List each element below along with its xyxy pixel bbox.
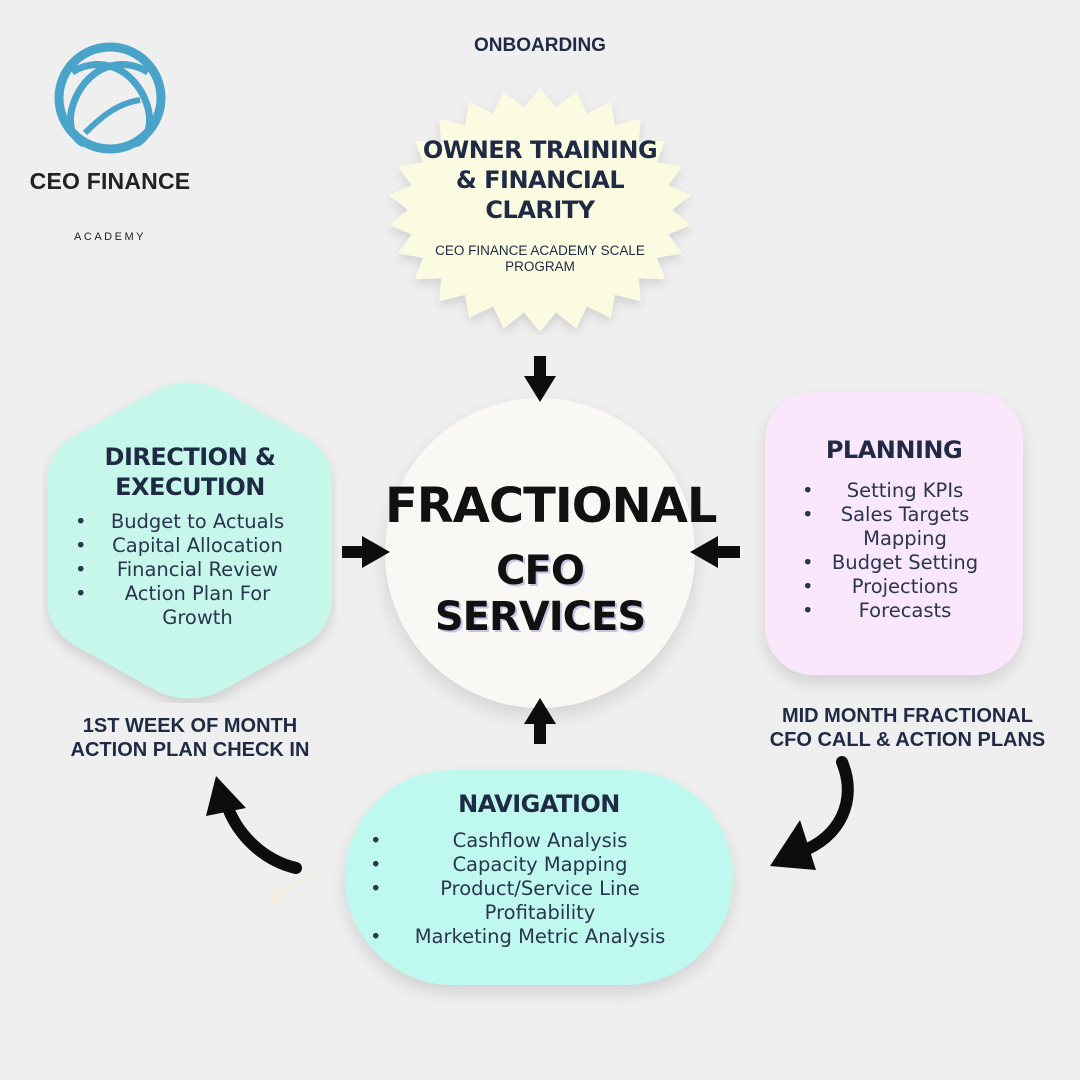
arrow-right-icon — [342, 536, 390, 568]
bullet-icon: • — [75, 558, 87, 581]
first-week-caption-line: 1ST WEEK OF MONTH — [82, 715, 298, 737]
bullet-icon: • — [802, 575, 814, 598]
bullet-icon: • — [802, 551, 814, 574]
mid-month-caption-line: CFO CALL & ACTION PLANS — [769, 729, 1046, 751]
center-title-line2: CFO SERVICES — [434, 548, 646, 640]
list-item: • Product/Service Line Profitability — [370, 877, 710, 925]
list-item: • Financial Review — [75, 558, 320, 582]
center-title-line1: FRACTIONAL — [385, 478, 717, 534]
onboarding-subtitle-line: CEO FINANCE ACADEMY SCALE — [435, 243, 645, 258]
list-item: • Budget to Actuals — [75, 510, 320, 534]
planning-box — [765, 392, 1023, 675]
burst-polygon — [389, 88, 691, 332]
direction-hexagon-shape — [47, 382, 332, 699]
list-item-text: Financial Review — [116, 558, 279, 581]
bullet-icon: • — [75, 510, 87, 533]
arrow-left-icon — [690, 536, 740, 568]
list-item-text: Cashflow Analysis — [452, 829, 628, 852]
direction-title: DIRECTION & EXECUTION — [90, 442, 290, 502]
list-item-text: Forecasts — [858, 599, 952, 622]
bullet-icon: • — [370, 925, 382, 948]
list-item-text: Budget to Actuals — [110, 510, 285, 533]
list-item-text: Capacity Mapping — [452, 853, 628, 876]
list-item: • Capacity Mapping — [370, 853, 710, 877]
globe-logo-icon — [54, 42, 166, 154]
list-item-text: Projections — [851, 575, 959, 598]
list-item: • Projections — [795, 575, 1015, 599]
bullet-icon: • — [370, 853, 382, 876]
curved-arrow-up-left-icon — [206, 776, 302, 874]
planning-title: PLANNING — [825, 436, 963, 464]
bullet-icon: • — [802, 503, 814, 526]
list-item: • Marketing Metric Analysis — [370, 925, 710, 949]
bullet-icon: • — [802, 599, 814, 622]
direction-title-line: EXECUTION — [115, 473, 265, 501]
list-item-text: Sales Targets Mapping — [840, 503, 970, 550]
list-item-text: Budget Setting — [831, 551, 979, 574]
arrow-down-icon — [524, 356, 556, 402]
onboarding-burst-shape — [389, 88, 691, 332]
mid-month-caption: MID MONTH FRACTIONAL CFO CALL & ACTION P… — [745, 704, 1070, 752]
onboarding-subtitle-line: PROGRAM — [505, 259, 575, 274]
planning-list: • Setting KPIs • Sales Targets Mapping • Bu… — [795, 479, 1015, 623]
onboarding-caption: ONBOARDING — [474, 35, 606, 56]
center-circle — [385, 398, 695, 708]
logo-name: CEO FINANCE — [29, 168, 191, 194]
list-item: • Cashflow Analysis — [370, 829, 710, 853]
bullet-icon: • — [370, 829, 382, 852]
curved-arrow-down-left-icon — [770, 756, 854, 870]
first-week-caption-line: ACTION PLAN CHECK IN — [70, 739, 310, 761]
faint-arrow-icon — [271, 867, 323, 904]
direction-list: • Budget to Actuals • Capital Allocation •… — [75, 510, 320, 630]
list-item-text: Marketing Metric Analysis — [414, 925, 666, 948]
list-item: • Setting KPIs — [795, 479, 1015, 503]
bullet-icon: • — [75, 582, 87, 605]
list-item: • Budget Setting — [795, 551, 1015, 575]
bullet-icon: • — [802, 479, 814, 502]
onboarding-title-line: & FINANCIAL — [455, 166, 625, 194]
list-item: • Capital Allocation — [75, 534, 320, 558]
mid-month-caption-line: MID MONTH FRACTIONAL — [781, 705, 1034, 727]
bullet-icon: • — [75, 534, 87, 557]
list-item-text: Setting KPIs — [846, 479, 964, 502]
navigation-title: NAVIGATION — [458, 790, 620, 818]
onboarding-burst-content: OWNER TRAINING & FINANCIAL CLARITY CEO F… — [415, 135, 665, 275]
bullet-icon: • — [370, 877, 382, 900]
list-item: • Action Plan For Growth — [75, 582, 320, 630]
onboarding-title-line: OWNER TRAINING — [422, 136, 658, 164]
navigation-list: • Cashflow Analysis • Capacity Mapping • Pr… — [370, 829, 710, 949]
onboarding-subtitle: CEO FINANCE ACADEMY SCALE PROGRAM — [415, 243, 665, 275]
list-item-text: Action Plan For Growth — [124, 582, 271, 629]
list-item: • Forecasts — [795, 599, 1015, 623]
list-item-text: Capital Allocation — [112, 534, 283, 557]
onboarding-title: OWNER TRAINING & FINANCIAL CLARITY — [415, 135, 665, 225]
list-item-text: Product/Service Line Profitability — [440, 877, 640, 924]
logo: CEO FINANCE ACADEMY — [20, 38, 200, 243]
list-item: • Sales Targets Mapping — [795, 503, 1015, 551]
onboarding-title-line: CLARITY — [485, 196, 595, 224]
logo-tagline: ACADEMY — [74, 231, 146, 243]
first-week-caption: 1ST WEEK OF MONTH ACTION PLAN CHECK IN — [40, 714, 340, 762]
direction-title-line: DIRECTION & — [104, 443, 276, 471]
navigation-box — [345, 770, 733, 985]
